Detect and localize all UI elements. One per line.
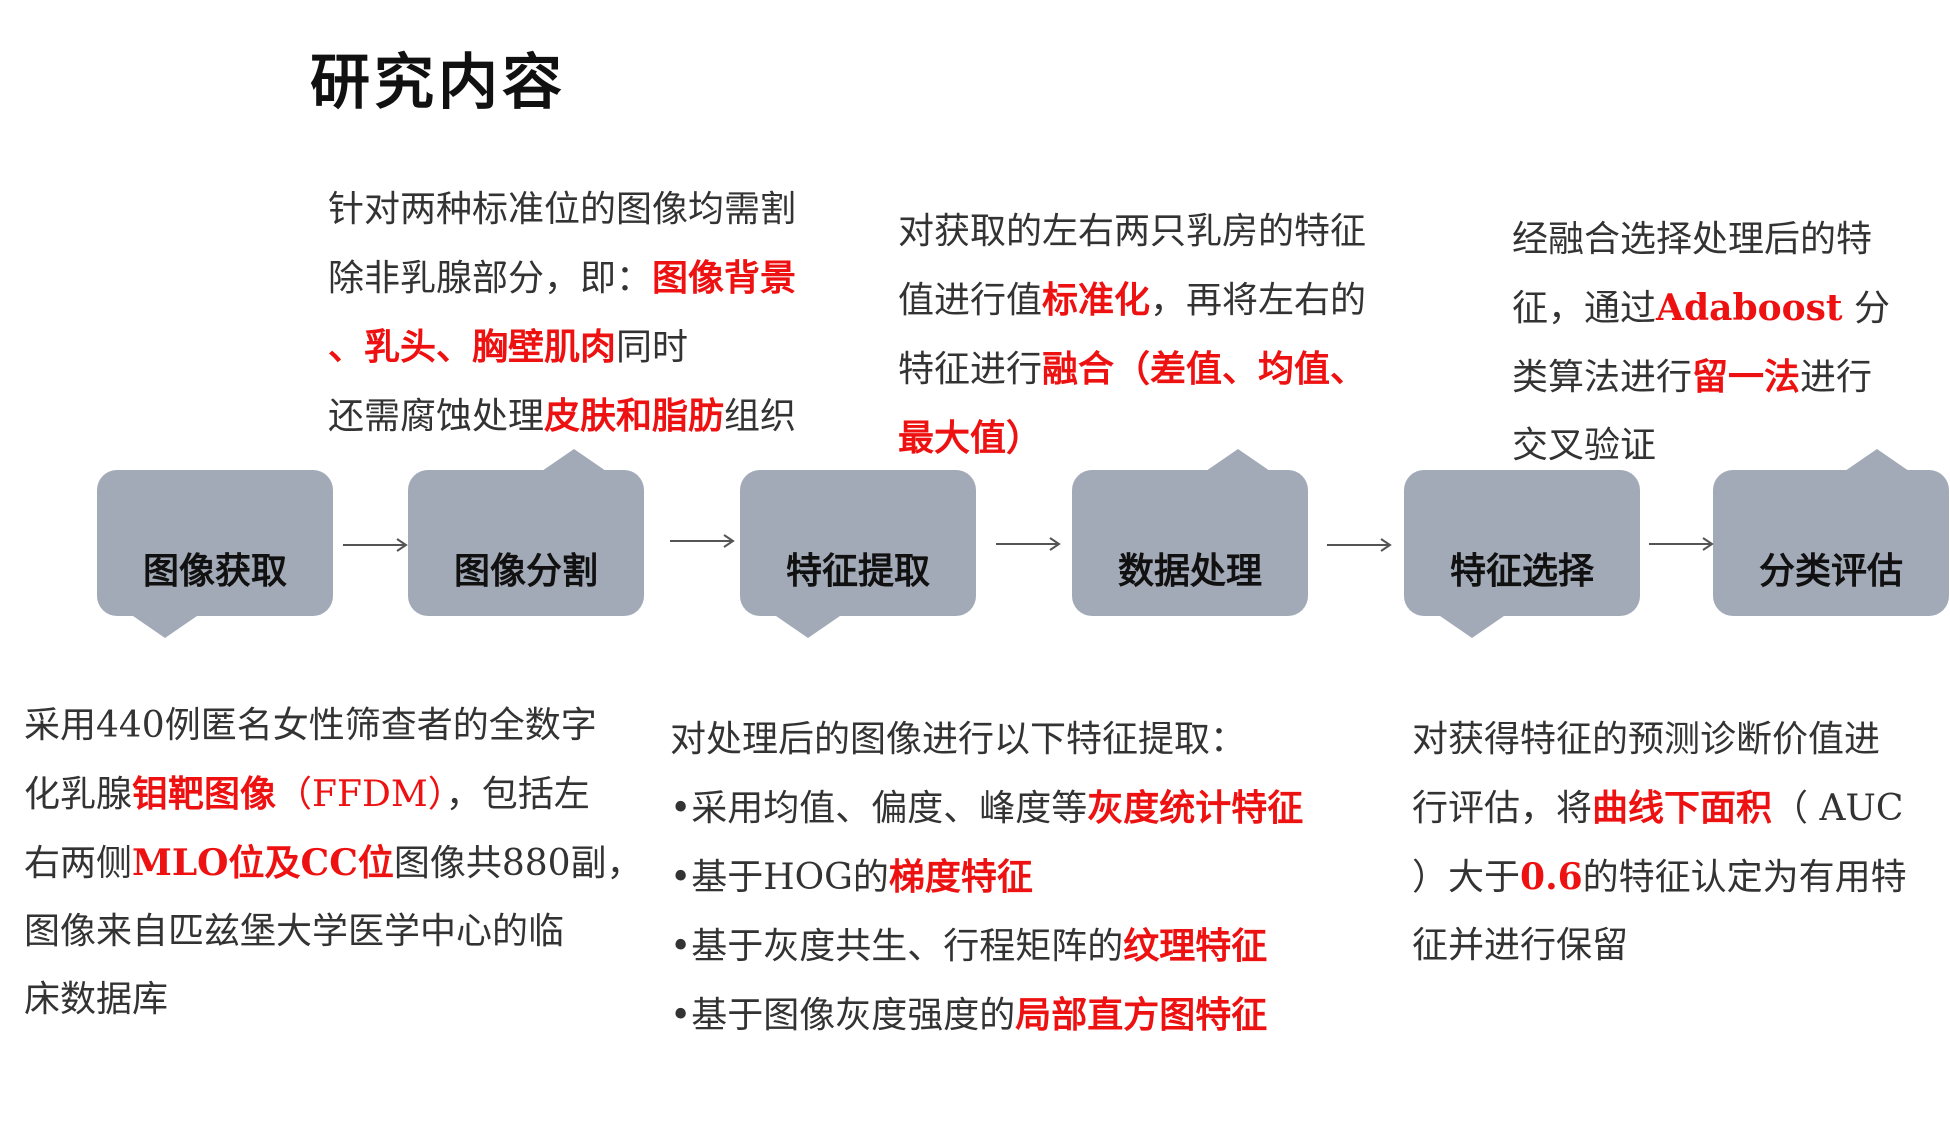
callout-pointer xyxy=(542,449,606,471)
note-line: 特征进行融合（差值、均值、 xyxy=(898,348,1367,390)
evaluation-note: 对获得特征的预测诊断价值进 行评估，将曲线下面积（ AUC ）大于0.6的特征认… xyxy=(1412,706,1907,980)
selection-note: 经融合选择处理后的特 征，通过Adaboost 分 类算法进行留一法进行 交叉验… xyxy=(1512,206,1890,480)
step-classification-evaluation: 分类评估 xyxy=(1713,470,1949,616)
acquisition-note: 采用440例匿名女性筛查者的全数字 化乳腺钼靶图像（FFDM），包括左 右两侧M… xyxy=(24,692,643,1034)
note-line: 采用440例匿名女性筛查者的全数字 xyxy=(24,705,597,746)
note-line: •基于HOG的梯度特征 xyxy=(670,856,1033,898)
step-label: 图像分割 xyxy=(453,551,598,592)
note-line: •采用均值、偏度、峰度等灰度统计特征 xyxy=(670,787,1304,829)
step-label: 图像获取 xyxy=(142,551,287,592)
step-feature-extraction: 特征提取 xyxy=(740,470,976,616)
note-line: ）大于0.6的特征认定为有用特 xyxy=(1412,856,1907,898)
note-line: 、乳头、胸壁肌肉同时 xyxy=(328,326,689,368)
step-image-segmentation: 图像分割 xyxy=(408,470,644,616)
callout-pointer xyxy=(1440,616,1504,638)
arrow-right-icon xyxy=(670,534,735,548)
note-line: •基于灰度共生、行程矩阵的纹理特征 xyxy=(670,925,1268,967)
note-line: 对处理后的图像进行以下特征提取： xyxy=(670,719,1247,760)
note-line: 征并进行保留 xyxy=(1412,925,1629,966)
note-line: 对获得特征的预测诊断价值进 xyxy=(1412,719,1881,760)
arrow-right-icon xyxy=(1327,538,1392,552)
note-line: 值进行值标准化，再将左右的 xyxy=(898,279,1367,321)
note-line: 右两侧MLO位及CC位图像共880副， xyxy=(24,842,643,884)
note-line: •基于图像灰度强度的局部直方图特征 xyxy=(670,994,1268,1036)
step-data-processing: 数据处理 xyxy=(1072,470,1308,616)
callout-pointer xyxy=(133,616,197,638)
step-feature-selection: 特征选择 xyxy=(1404,470,1640,616)
step-label: 特征提取 xyxy=(785,551,930,592)
step-image-acquisition: 图像获取 xyxy=(97,470,333,616)
segmentation-note: 针对两种标准位的图像均需割 除非乳腺部分，即：图像背景 、乳头、胸壁肌肉同时 还… xyxy=(328,176,796,451)
arrow-right-icon xyxy=(1649,537,1714,551)
callout-pointer xyxy=(776,616,840,638)
note-line: 图像来自匹兹堡大学医学中心的临 xyxy=(24,911,565,952)
extraction-note: 对处理后的图像进行以下特征提取： •采用均值、偏度、峰度等灰度统计特征 •基于H… xyxy=(670,706,1303,1050)
processing-note: 对获取的左右两只乳房的特征 值进行值标准化，再将左右的 特征进行融合（差值、均值… xyxy=(898,198,1366,473)
note-line: 经融合选择处理后的特 xyxy=(1512,219,1873,260)
step-label: 分类评估 xyxy=(1758,551,1903,592)
arrow-right-icon xyxy=(343,538,408,552)
note-line: 针对两种标准位的图像均需割 xyxy=(328,189,797,230)
note-line: 类算法进行留一法进行 xyxy=(1512,356,1873,398)
note-line: 交叉验证 xyxy=(1512,425,1657,466)
page-title: 研究内容 xyxy=(310,48,566,118)
note-line: 除非乳腺部分，即：图像背景 xyxy=(328,257,797,299)
note-line: 化乳腺钼靶图像（FFDM），包括左 xyxy=(24,773,590,815)
note-line: 征，通过Adaboost 分 xyxy=(1512,287,1890,329)
note-line: 床数据库 xyxy=(24,979,169,1020)
step-label: 特征选择 xyxy=(1449,551,1594,592)
callout-pointer xyxy=(1206,449,1270,471)
step-label: 数据处理 xyxy=(1117,551,1262,592)
callout-pointer xyxy=(1845,449,1909,471)
arrow-right-icon xyxy=(996,537,1061,551)
note-line: 最大值） xyxy=(898,417,1043,459)
note-line: 对获取的左右两只乳房的特征 xyxy=(898,211,1367,252)
note-line: 行评估，将曲线下面积（ AUC xyxy=(1412,787,1904,829)
note-line: 还需腐蚀处理皮肤和脂肪组织 xyxy=(328,395,797,437)
